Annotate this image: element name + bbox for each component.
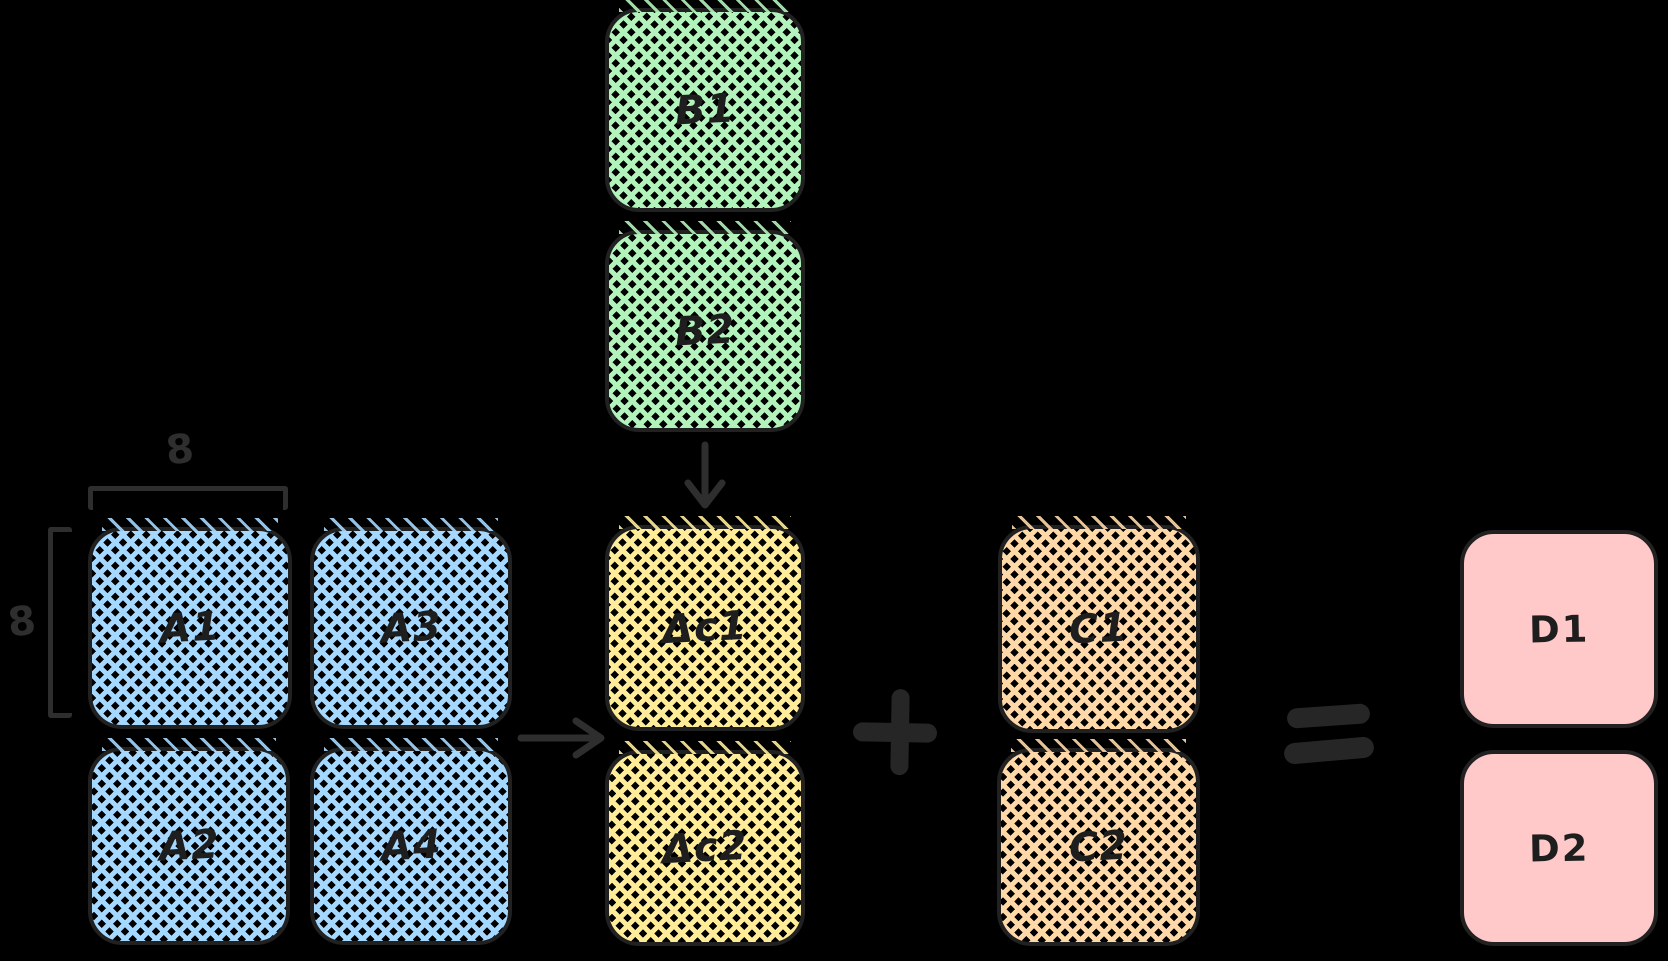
block-label: D1 (1528, 606, 1590, 652)
block-label: A4 (379, 821, 443, 871)
width-bracket (88, 486, 288, 510)
height-dimension-label: 8 (5, 597, 39, 647)
block-a2: A2 (88, 738, 290, 945)
block-dc1: Δc1 (605, 516, 805, 731)
block-label: Δc2 (661, 822, 749, 874)
block-label: D2 (1528, 825, 1590, 871)
block-a1: A1 (88, 518, 292, 729)
down-arrow-icon (684, 441, 726, 509)
equals-bottom-stroke (1283, 736, 1375, 765)
block-c1: C1 (998, 516, 1200, 733)
equals-top-stroke (1286, 703, 1371, 729)
plus-operator (852, 688, 938, 776)
block-label: A2 (157, 821, 221, 871)
block-b1: B1 (605, 0, 805, 212)
block-label: B1 (673, 85, 737, 135)
block-label: B2 (673, 306, 737, 356)
block-label: A1 (158, 603, 222, 653)
height-bracket (48, 527, 72, 718)
right-arrow-icon (517, 717, 605, 759)
block-a4: A4 (310, 738, 512, 945)
block-label: A3 (379, 603, 443, 653)
width-dimension-label: 8 (163, 425, 197, 475)
block-c2: C2 (997, 739, 1200, 946)
block-label: C2 (1067, 822, 1130, 872)
block-d2: D2 (1460, 750, 1658, 946)
block-d1: D1 (1460, 530, 1658, 728)
block-b2: B2 (605, 221, 805, 432)
block-a3: A3 (310, 518, 512, 729)
plus-vertical-stroke (890, 688, 910, 776)
block-label: Δc1 (661, 602, 749, 654)
block-label: C1 (1068, 604, 1130, 654)
block-dc2: Δc2 (605, 741, 805, 946)
equals-operator (1283, 703, 1375, 765)
